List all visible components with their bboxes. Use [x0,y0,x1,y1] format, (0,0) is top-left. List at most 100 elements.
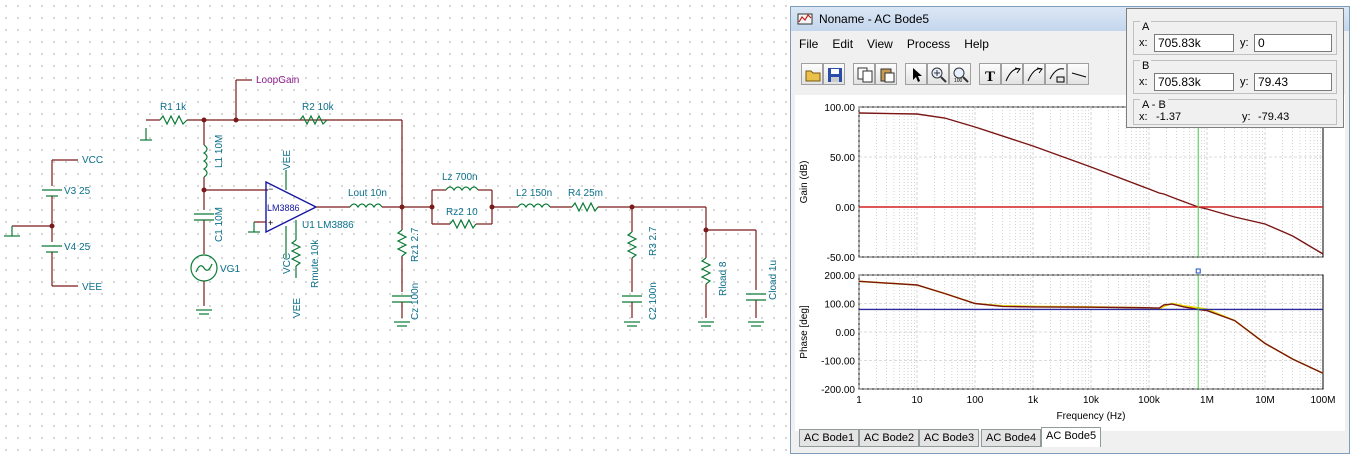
phase-ytick-label: 100.00 [824,300,855,311]
label-loopgain: LoopGain [256,75,299,86]
menu-bar: File Edit View Process Help [791,35,1349,53]
label-rmute: Rmute 10k [310,239,321,288]
svg-text:+: + [268,218,273,228]
menu-file[interactable]: File [799,37,819,51]
cursor-handle [1195,268,1201,274]
cursor-b-group: B x: y: [1133,60,1337,94]
zoom-100-icon: 100 [953,67,969,83]
resistor-r1[interactable] [140,114,402,141]
phase-xtick-label: 10 [911,395,923,406]
cursor-a-y-input[interactable] [1254,34,1332,52]
curve-arrow-icon [1005,67,1021,82]
cursor-b-x-label: x: [1139,76,1148,88]
annotate-button-3[interactable] [1045,63,1067,85]
line-tool-button[interactable] [1067,63,1089,85]
menu-view[interactable]: View [867,37,893,51]
paste-button[interactable] [875,63,897,85]
cursor-panel[interactable]: A x: y: B x: y: A - B x: -1.37 y: -79.43 [1126,8,1344,128]
label-vee-bot: VEE [292,298,303,318]
cursor-ab-y-value: -79.43 [1258,111,1290,123]
gain-ytick-label: -50.00 [827,253,856,264]
gain-ytick-label: 100.00 [824,103,855,114]
cursor-a-x-input[interactable] [1154,34,1234,52]
select-button[interactable] [905,63,927,85]
phase-xtick-label: 100 [967,395,984,406]
zoom-100-button[interactable]: 100 [949,63,971,85]
svg-text:−: − [268,184,273,194]
cursor-a-group: A x: y: [1133,21,1337,55]
save-button[interactable] [823,63,845,85]
phase-y-axis-label: Phase [deg] [799,305,810,359]
line-tool-icon [1071,72,1087,78]
cursor-b-y-input[interactable] [1254,73,1332,91]
tab-ac-bode2[interactable]: AC Bode2 [859,429,920,447]
zoom-in-icon [931,67,947,83]
schematic-canvas[interactable]: VCC VEE V3 25 V4 25 R1 1k LoopGain R2 10… [0,0,790,460]
resistor-rz1[interactable] [396,229,408,257]
label-rz2: Rz2 10 [446,207,478,218]
label-l1: L1 10M [214,135,225,168]
phase-series-1 [858,280,1324,374]
phase-xtick-label: 10k [1083,395,1100,406]
menu-edit[interactable]: Edit [832,37,854,51]
copy-button[interactable] [853,63,875,85]
phase-xtick-label: 1k [1028,395,1040,406]
menu-help[interactable]: Help [964,37,989,51]
label-c2: C2 100n [648,282,659,320]
menu-process[interactable]: Process [906,37,951,51]
supply-v3-v4[interactable] [4,159,78,287]
app-icon [797,13,813,25]
tab-ac-bode4[interactable]: AC Bode4 [981,429,1042,447]
cursor-ab-title: A - B [1140,99,1168,111]
resistor-r2[interactable] [299,114,328,126]
label-lz: Lz 700n [442,172,478,183]
cursor-b-y-label: y: [1240,76,1249,88]
cursor-b-x-input[interactable] [1154,73,1234,91]
inductor-l2[interactable] [517,203,551,209]
phase-ytick-label: -100.00 [821,357,855,368]
opamp-u1[interactable] [248,170,350,278]
cursor-ab-group: A - B x: -1.37 y: -79.43 [1133,99,1337,125]
tab-ac-bode5[interactable]: AC Bode5 [1041,427,1102,447]
resistor-rload[interactable] [700,257,712,285]
tab-ac-bode3[interactable]: AC Bode3 [919,429,980,447]
curve-label-icon [1049,68,1065,83]
gain-series-0 [858,112,1324,255]
label-c1: C1 10M [214,207,225,242]
label-vg1: VG1 [220,264,240,275]
inductor-l1[interactable] [202,144,208,178]
inductor-lz[interactable] [445,186,479,192]
cursor-a-x-label: x: [1139,37,1148,49]
svg-text:100: 100 [954,78,963,83]
gain-ytick-label: 0.00 [836,203,856,214]
folder-icon [805,70,821,82]
label-v3: V3 25 [64,186,91,197]
window-title: Noname - AC Bode5 [819,12,930,26]
cursor-a-title: A [1140,21,1152,33]
phase-xtick-label: 1 [856,395,862,406]
bode-window[interactable]: Noname - AC Bode5 File Edit View Process Hel… [790,6,1350,454]
resistor-r4[interactable] [571,201,599,213]
inductor-lout[interactable] [349,203,383,209]
label-lout: Lout 10n [348,188,387,199]
label-r1: R1 1k [160,102,187,113]
tab-ac-bode1[interactable]: AC Bode1 [799,429,860,447]
cursor-b-title: B [1140,60,1152,72]
toolbar: 100 T [801,63,1131,89]
zoom-in-button[interactable] [927,63,949,85]
svg-text:T: T [985,69,995,83]
phase-xtick-label: 100k [1138,395,1161,406]
resistor-rz2[interactable] [449,218,477,230]
cursor-a-y-label: y: [1240,37,1249,49]
text-button[interactable]: T [979,63,1001,85]
annotate-button-2[interactable] [1023,63,1045,85]
resistor-r3[interactable] [626,231,638,259]
label-v4: V4 25 [64,242,91,253]
open-button[interactable] [801,63,823,85]
annotate-button-1[interactable] [1001,63,1023,85]
cursor-ab-x-value: -1.37 [1156,111,1182,123]
